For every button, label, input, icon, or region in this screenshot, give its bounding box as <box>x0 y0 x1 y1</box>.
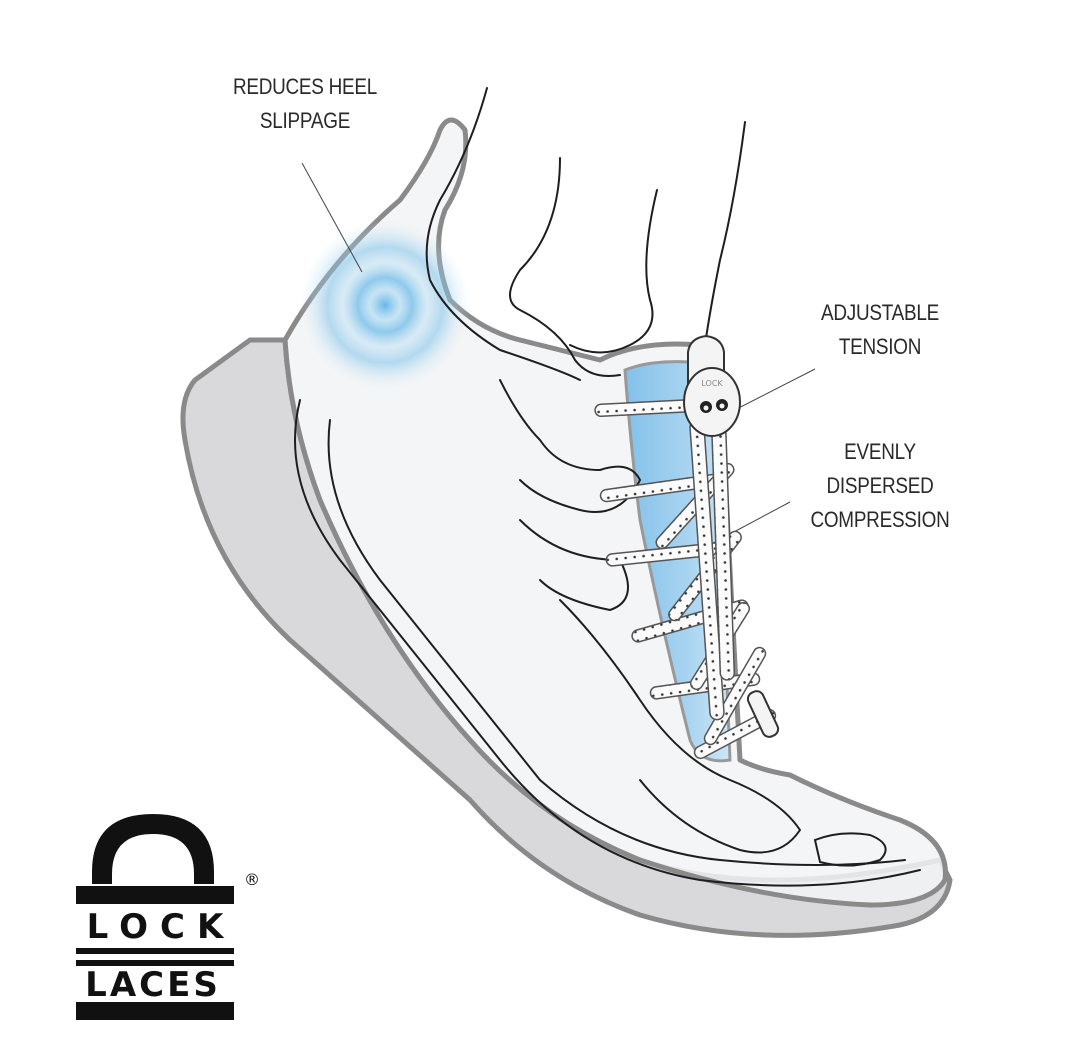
foot-outline-1 <box>294 399 921 887</box>
registered-mark: ® <box>244 870 260 889</box>
lock-device: LOCK <box>683 334 741 437</box>
callout-line: ADJUSTABLE <box>821 300 939 325</box>
svg-text:LOCK: LOCK <box>701 379 723 388</box>
bone-toe <box>813 832 887 867</box>
callout-adjustable-tension: ADJUSTABLE TENSION <box>803 296 958 364</box>
heel-highlight <box>300 220 470 390</box>
callout-line: TENSION <box>838 334 922 359</box>
callout-line: DISPERSED <box>826 473 934 498</box>
foot-outline-2 <box>327 419 906 866</box>
leg-front-line <box>704 121 746 346</box>
laces <box>594 398 777 760</box>
bone-metatarsal <box>559 599 802 854</box>
callout-line: COMPRESSION <box>810 507 950 532</box>
bone-midfoot <box>519 519 629 612</box>
ankle-line-1 <box>509 157 621 377</box>
ankle-line-2 <box>569 189 658 354</box>
leg-back-line <box>425 87 581 381</box>
lace-aglet <box>746 690 780 738</box>
logo-word-lock: LOCK <box>86 907 236 947</box>
bone-tarsal <box>499 379 642 513</box>
callout-line: REDUCES HEEL <box>232 74 378 99</box>
lock-laces-logo: LOCK LACES ® <box>72 812 260 1022</box>
callout-evenly-dispersed-compression: EVENLY DISPERSED COMPRESSION <box>794 435 966 537</box>
logo-word-laces: LACES <box>85 965 221 1005</box>
leader-heel <box>301 162 363 273</box>
padlock-icon <box>76 814 234 1020</box>
callout-line: EVENLY <box>844 439 916 464</box>
callout-line: SLIPPAGE <box>259 108 351 133</box>
callout-reduces-heel-slippage: REDUCES HEEL SLIPPAGE <box>219 70 391 138</box>
